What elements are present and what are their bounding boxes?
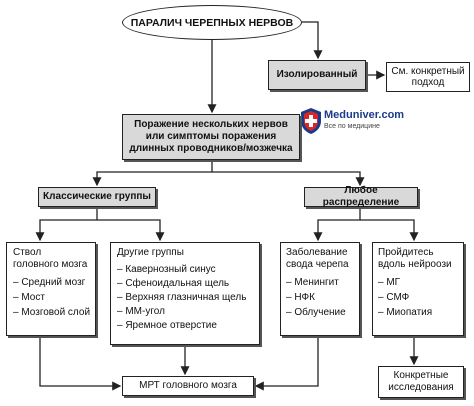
brainstem-node: Ствол головного мозга – Средний мозг – М… xyxy=(6,242,96,336)
other-groups-node: Другие группы – Кавернозный синус – Сфен… xyxy=(110,242,260,345)
list-item: – Миопатия xyxy=(378,307,433,318)
brainstem-list: – Средний мозг – Мост – Мозговой слой xyxy=(13,277,91,319)
other-groups-list: – Кавернозный синус – Сфеноидальная щель… xyxy=(117,264,253,332)
specific-approach-label: См. конкретный подход xyxy=(391,66,465,88)
arrow-root-isolated xyxy=(302,21,323,60)
classic-groups-label: Классические группы xyxy=(43,191,151,202)
specific-studies-node: Конкретные исследования xyxy=(378,366,464,398)
isolated-node: Изолированный xyxy=(268,60,366,90)
list-item: – Верхняя глазничная щель xyxy=(117,292,247,303)
list-item: – Менингит xyxy=(286,277,339,288)
root-node: ПАРАЛИЧ ЧЕРЕПНЫХ НЕРВОВ xyxy=(122,5,302,40)
other-groups-title: Другие группы xyxy=(117,247,184,258)
arrow-classic-brainstem xyxy=(35,207,98,242)
arrow-brainstem-mri xyxy=(39,336,122,391)
neuro-title: Пройдитесь вдоль нейроози xyxy=(378,247,452,270)
any-distribution-label: Любое распределение xyxy=(322,185,400,208)
list-item: – Облучение xyxy=(286,307,346,318)
mri-node: МРТ головного мозга xyxy=(122,376,254,396)
meduniver-logo: Meduniver.com Все по медицине xyxy=(300,107,470,141)
list-item: – СМФ xyxy=(378,292,410,303)
neuro-node: Пройдитесь вдоль нейроози – МГ – СМФ – М… xyxy=(372,242,464,336)
list-item: – Мост xyxy=(13,292,45,303)
list-item: – Мозговой слой xyxy=(13,307,91,318)
isolated-label: Изолированный xyxy=(276,69,358,80)
logo-name: Meduniver.com xyxy=(324,109,405,121)
arrow-multiple-classic xyxy=(92,160,213,187)
root-label: ПАРАЛИЧ ЧЕРЕПНЫХ НЕРВОВ xyxy=(130,16,294,29)
list-item: – Сфеноидальная щель xyxy=(117,278,230,289)
list-item: – МГ xyxy=(378,277,401,288)
specific-studies-label: Конкретные исследования xyxy=(388,370,454,393)
arrow-any-neuro xyxy=(360,219,419,242)
skull-disease-list: – Менингит – НФК – Облучение xyxy=(286,277,354,319)
list-item: – Яремное отверстие xyxy=(117,320,217,331)
specific-approach-node: См. конкретный подход xyxy=(386,62,470,92)
skull-disease-node: Заболевание свода черепа – Менингит – НФ… xyxy=(280,242,360,336)
any-distribution-node: Любое распределение xyxy=(304,185,418,208)
shield-cross-icon xyxy=(301,108,321,134)
multiple-nerves-label: Поражение нескольких нервов или симптомы… xyxy=(129,119,293,154)
logo-tagline: Все по медицине xyxy=(324,123,380,130)
classic-groups-node: Классические группы xyxy=(38,187,156,207)
arrow-any-skull xyxy=(313,207,361,242)
skull-disease-title: Заболевание свода черепа xyxy=(286,247,349,270)
list-item: – ММ-угол xyxy=(117,306,165,317)
arrow-classic-other xyxy=(97,219,165,242)
list-item: – НФК xyxy=(286,292,315,303)
list-item: – Кавернозный синус xyxy=(117,264,216,275)
multiple-nerves-node: Поражение нескольких нервов или симптомы… xyxy=(122,114,300,160)
list-item: – Средний мозг xyxy=(13,277,86,288)
brainstem-title: Ствол головного мозга xyxy=(13,247,88,270)
arrow-multiple-any xyxy=(212,171,365,187)
arrow-skull-mri xyxy=(254,336,319,391)
mri-label: МРТ головного мозга xyxy=(139,380,237,391)
neuro-list: – МГ – СМФ – Миопатия xyxy=(378,277,458,319)
